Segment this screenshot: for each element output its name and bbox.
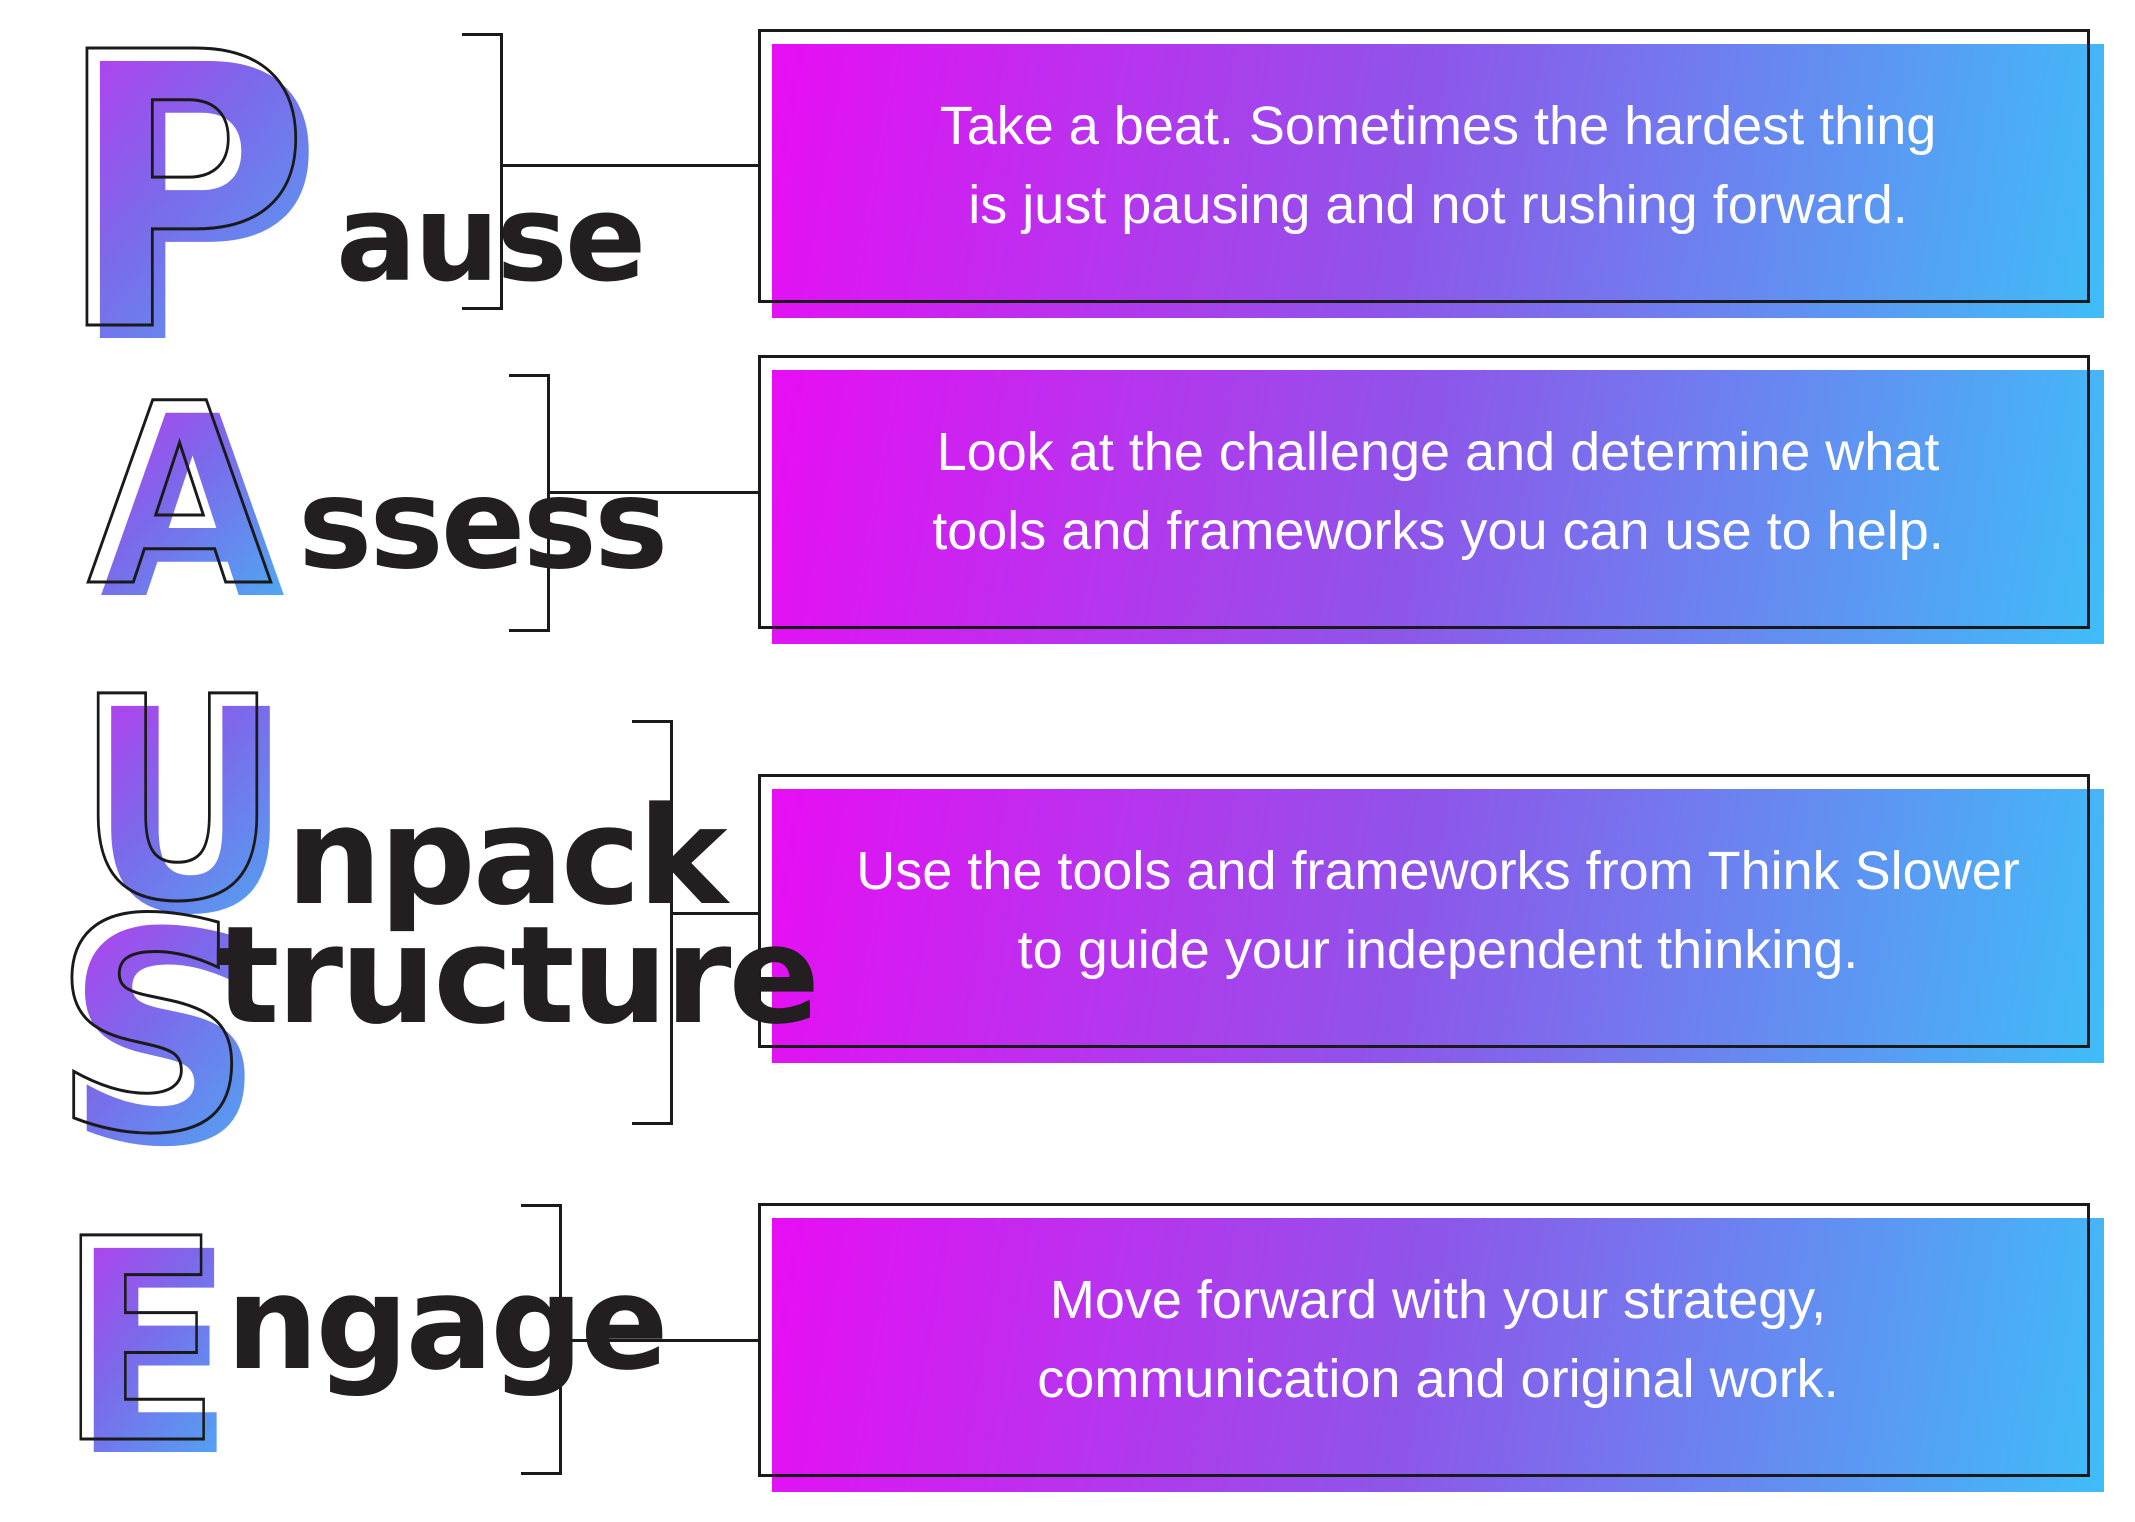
- word-rest-structure: tructure: [215, 897, 820, 1054]
- letter-u-outline: U: [75, 638, 280, 964]
- bracket-connector: [670, 912, 758, 915]
- bracket-tick-bottom: [509, 629, 547, 632]
- bracket-tick-top: [462, 33, 500, 36]
- description-line-1: Move forward with your strategy,: [1049, 1270, 1827, 1331]
- description-line-2: to guide your independent thinking.: [1017, 920, 1859, 980]
- description-line-1: Use the tools and frameworks from Think …: [856, 841, 2020, 902]
- big-letter-e: E E: [58, 1179, 235, 1520]
- bracket-tick-bottom: [632, 1122, 670, 1125]
- bracket-tick-top: [509, 374, 547, 377]
- letter-e-outline: E: [59, 1180, 221, 1506]
- description-line-2: is just pausing and not rushing forward.: [968, 175, 1908, 235]
- letter-s-gradient: S: [65, 871, 265, 1212]
- box-outline: [758, 774, 2090, 1048]
- bracket-connector: [559, 1339, 758, 1342]
- box-gradient: [772, 370, 2104, 644]
- box-outline: [758, 1203, 2090, 1477]
- description-text: Move forward with your strategy, communi…: [772, 1218, 2104, 1492]
- description-text: Use the tools and frameworks from Think …: [772, 789, 2104, 1063]
- big-letter-u: U U: [74, 637, 294, 978]
- bracket-vertical: [547, 374, 550, 632]
- description-line-2: communication and original work.: [1037, 1349, 1839, 1409]
- word-rest-engage: ngage: [226, 1247, 669, 1399]
- bracket-tick-top: [632, 720, 670, 723]
- letter-p-gradient: P: [68, 0, 323, 428]
- letter-e-gradient: E: [72, 1193, 234, 1519]
- description-line-1: Look at the challenge and determine what: [936, 422, 1940, 483]
- letter-p-outline: P: [55, 0, 310, 415]
- description-line-2: tools and frameworks you can use to help…: [932, 501, 1944, 561]
- big-letter-s: S S: [51, 857, 266, 1213]
- bracket-connector: [500, 164, 758, 167]
- bracket-connector: [547, 491, 758, 494]
- word-rest-unpack: npack: [286, 778, 728, 935]
- letter-a-gradient: A: [100, 363, 285, 654]
- letter-a-outline: A: [87, 350, 272, 641]
- bracket-tick-bottom: [462, 307, 500, 310]
- box-gradient: [772, 1218, 2104, 1492]
- bracket-vertical: [500, 33, 503, 310]
- description-line-1: Take a beat. Sometimes the hardest thing: [939, 96, 1937, 157]
- word-rest-assess: ssess: [298, 452, 668, 597]
- box-gradient: [772, 44, 2104, 318]
- letter-s-outline: S: [52, 858, 252, 1199]
- big-letter-p: P P: [54, 0, 324, 428]
- description-text: Look at the challenge and determine what…: [772, 370, 2104, 644]
- bracket-tick-bottom: [521, 1472, 559, 1475]
- bracket-vertical: [670, 720, 673, 1125]
- bracket-tick-top: [521, 1204, 559, 1207]
- box-outline: [758, 355, 2090, 629]
- big-letter-a: A A: [86, 349, 286, 655]
- description-text: Take a beat. Sometimes the hardest thing…: [772, 44, 2104, 318]
- word-rest-pause: ause: [336, 170, 646, 309]
- letter-u-gradient: U: [88, 651, 293, 977]
- box-gradient: [772, 789, 2104, 1063]
- box-outline: [758, 29, 2090, 303]
